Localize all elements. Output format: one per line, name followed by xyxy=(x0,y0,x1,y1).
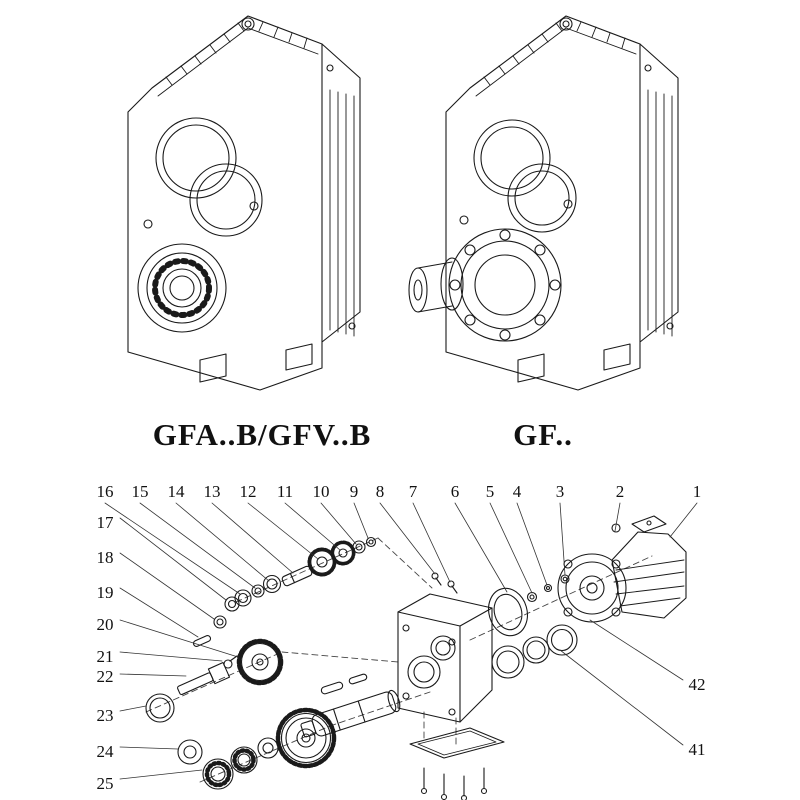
part-callout-24: 24 xyxy=(97,742,179,761)
side-ribs xyxy=(644,64,674,337)
gasket xyxy=(488,587,528,637)
part-callout-25: 25 xyxy=(97,769,203,793)
part-callout-15: 15 xyxy=(132,482,256,589)
parallel-key xyxy=(320,681,344,695)
part-callout-16: 16 xyxy=(97,482,241,595)
gearbox-iso-right xyxy=(408,15,679,391)
exploded-view: 16 15 14 13 12 11 xyxy=(97,482,706,800)
small-fasteners xyxy=(431,572,570,603)
part-number-23: 23 xyxy=(97,706,114,725)
output-flange-shaft xyxy=(408,228,562,342)
output-shaft xyxy=(300,689,401,738)
part-number-41: 41 xyxy=(689,740,706,759)
part-callout-17: 17 xyxy=(97,513,227,601)
side-ribs xyxy=(326,64,356,337)
part-callout-10: 10 xyxy=(313,482,357,545)
part-number-11: 11 xyxy=(277,482,293,501)
lifting-hole xyxy=(241,17,255,31)
part-number-12: 12 xyxy=(240,482,257,501)
part-number-3: 3 xyxy=(556,482,565,501)
part-callout-21: 21 xyxy=(97,647,223,666)
gear-train-upper xyxy=(234,536,377,607)
part-callout-6: 6 xyxy=(451,482,508,593)
motor xyxy=(557,515,687,623)
terminal-box xyxy=(631,515,667,533)
model-label-right: GF.. xyxy=(513,417,573,452)
part-callout-12: 12 xyxy=(240,482,319,560)
callouts-top: 16 15 14 13 12 11 xyxy=(97,482,702,595)
part-number-21: 21 xyxy=(97,647,114,666)
foot xyxy=(517,353,545,383)
part-number-2: 2 xyxy=(616,482,625,501)
part-callout-14: 14 xyxy=(168,482,270,582)
bore-lower xyxy=(189,163,263,237)
part-number-20: 20 xyxy=(97,615,114,634)
part-callout-8: 8 xyxy=(376,482,436,575)
bottom-cover-plate xyxy=(409,727,505,800)
part-callout-4: 4 xyxy=(513,482,548,586)
part-number-8: 8 xyxy=(376,482,385,501)
gear-train-middle xyxy=(145,596,284,723)
part-callout-22: 22 xyxy=(97,667,187,686)
foot xyxy=(285,343,313,371)
part-callout-5: 5 xyxy=(486,482,533,594)
part-number-5: 5 xyxy=(486,482,495,501)
part-number-6: 6 xyxy=(451,482,460,501)
part-number-10: 10 xyxy=(313,482,330,501)
gear-train-lower xyxy=(177,673,401,790)
part-callout-2: 2 xyxy=(614,482,625,532)
part-number-9: 9 xyxy=(350,482,359,501)
assembly-axis-lines xyxy=(145,537,653,783)
lifting-hole xyxy=(559,17,573,31)
part-number-19: 19 xyxy=(97,583,114,602)
part-number-24: 24 xyxy=(97,742,115,761)
part-number-7: 7 xyxy=(409,482,418,501)
shaft-end xyxy=(408,267,428,313)
part-callout-19: 19 xyxy=(97,583,199,638)
part-callout-20: 20 xyxy=(97,615,239,658)
callouts-right: 42 41 xyxy=(559,619,706,759)
exploded-housing xyxy=(397,593,493,723)
part-number-22: 22 xyxy=(97,667,114,686)
foot xyxy=(199,353,227,383)
callouts-left: 17 18 19 20 21 22 xyxy=(97,513,239,793)
model-label-left: GFA..B/GFV..B xyxy=(153,417,372,452)
bore-upper xyxy=(155,117,237,199)
part-callout-41: 41 xyxy=(559,649,706,759)
part-number-17: 17 xyxy=(97,513,115,532)
part-number-15: 15 xyxy=(132,482,149,501)
part-number-13: 13 xyxy=(204,482,221,501)
ring-set xyxy=(491,624,578,679)
part-number-14: 14 xyxy=(168,482,186,501)
part-callout-7: 7 xyxy=(409,482,451,583)
part-callout-1: 1 xyxy=(669,482,702,538)
part-number-42: 42 xyxy=(689,675,706,694)
motor-body xyxy=(611,531,687,619)
part-callout-42: 42 xyxy=(589,619,706,694)
part-number-18: 18 xyxy=(97,548,114,567)
gearbox-iso-left xyxy=(127,15,361,391)
part-callout-11: 11 xyxy=(277,482,341,551)
part-callout-18: 18 xyxy=(97,548,215,620)
part-callout-3: 3 xyxy=(556,482,566,576)
bore-upper xyxy=(473,119,551,197)
part-number-1: 1 xyxy=(693,482,702,501)
part-callout-13: 13 xyxy=(204,482,294,574)
part-callout-9: 9 xyxy=(350,482,369,539)
motor-flange xyxy=(557,553,627,623)
parallel-key xyxy=(348,673,368,685)
part-number-4: 4 xyxy=(513,482,522,501)
part-number-25: 25 xyxy=(97,774,114,793)
part-number-16: 16 xyxy=(97,482,114,501)
output-bearing xyxy=(137,243,227,333)
part-callout-23: 23 xyxy=(97,705,147,725)
foot xyxy=(603,343,631,371)
bore-lower xyxy=(507,163,577,233)
